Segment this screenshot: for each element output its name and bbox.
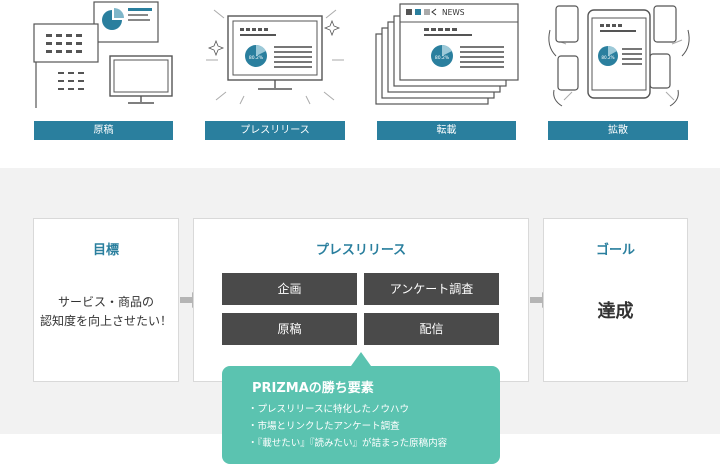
document-and-monitor-icon [33, 1, 173, 108]
callout-tail [351, 352, 371, 366]
goal-title: ゴール [595, 243, 635, 258]
tile-manuscript: 原稿 [222, 313, 357, 345]
list-item: 市場とリンクしたアンケート調査 [248, 418, 447, 435]
target-line-2: 認知度を向上させたい！ [39, 314, 172, 328]
stage-flow: 80.2% NEWS 80.2% [0, 0, 720, 168]
target-line-1: サービス・商品の [57, 295, 154, 309]
tile-distribution: 配信 [364, 313, 499, 345]
smartphones-icon: 80.2% [548, 5, 690, 107]
goal-text: 達成 [597, 301, 634, 322]
press-release-title: プレスリリース [315, 243, 407, 258]
callout-list: プレスリリースに特化したノウハウ 市場とリンクしたアンケート調査 『載せたい』『… [248, 401, 448, 452]
list-item: 『載せたい』『読みたい』が詰まった原稿内容 [248, 435, 448, 452]
stage-label-spread: 拡散 [548, 121, 688, 140]
monitor-icon: 80.2% [206, 9, 344, 105]
goal-box: ゴール 達成 [543, 218, 688, 382]
stage-label-reprint: 転載 [377, 121, 516, 140]
stage-label-press-release: プレスリリース [205, 121, 345, 140]
stacked-news-windows-icon: NEWS 80.2% [375, 3, 519, 105]
pie-label: 80.2% [249, 55, 264, 61]
callout-title: PRIZMAの勝ち要素 [252, 381, 374, 396]
news-label: NEWS [442, 8, 465, 17]
goal-flow-panel: 目標 サービス・商品の 認知度を向上させたい！ プレスリリース 企画 アンケート… [0, 168, 720, 434]
pie-label: 80.2% [435, 55, 450, 61]
target-title: 目標 [92, 243, 119, 258]
stage-label-manuscript: 原稿 [34, 121, 173, 140]
list-item: プレスリリースに特化したノウハウ [248, 401, 447, 418]
tile-survey: アンケート調査 [364, 273, 499, 305]
target-description: サービス・商品の 認知度を向上させたい！ [34, 293, 178, 331]
target-box: 目標 サービス・商品の 認知度を向上させたい！ [33, 218, 179, 382]
prizma-advantages-callout: PRIZMAの勝ち要素 プレスリリースに特化したノウハウ 市場とリンクしたアンケ… [222, 366, 500, 464]
tile-planning: 企画 [222, 273, 357, 305]
pie-label: 80.2% [601, 55, 614, 60]
